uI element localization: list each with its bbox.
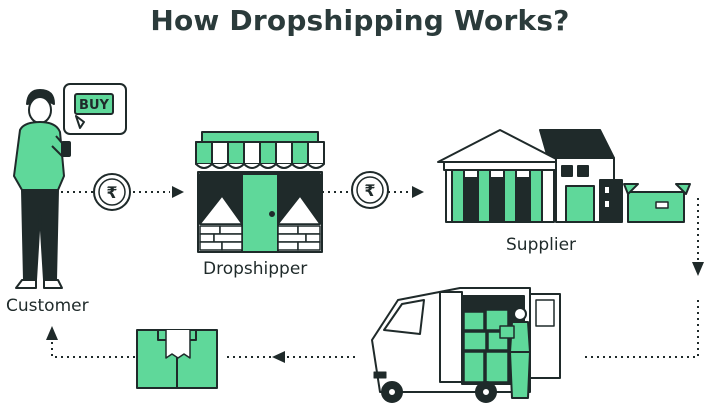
van-cargo-boxes (463, 309, 509, 383)
warehouse-doors (463, 177, 531, 223)
arrow-heads (46, 186, 704, 363)
supplier-warehouse-illustration (437, 129, 691, 223)
buy-button-label: BUY (79, 98, 109, 113)
node-label-customer: Customer (6, 296, 89, 316)
customer-shoe-right (43, 279, 63, 289)
delivery-person (499, 307, 531, 399)
customer-pants (21, 189, 59, 281)
currency-badge-1: ₹ (93, 173, 131, 211)
customer-illustration: BUY (13, 83, 127, 289)
page-title: How Dropshipping Works? (150, 4, 570, 37)
arrowhead-up (46, 326, 58, 340)
currency-symbol-1: ₹ (106, 183, 117, 202)
arrowhead-left (272, 351, 285, 363)
delivered-package-icon (136, 329, 218, 389)
warehouse-columns (451, 169, 543, 223)
delivery-van-illustration (371, 287, 561, 403)
store-awning (195, 141, 325, 169)
buy-speech-bubble: BUY (63, 83, 127, 135)
customer-head (28, 96, 52, 124)
arrowhead-right-2 (412, 186, 424, 198)
pointer-hand-icon (75, 115, 85, 129)
arrow-package-to-customer (51, 340, 135, 358)
supplier-package-icon (623, 183, 691, 223)
warehouse-side-door (565, 185, 595, 223)
van-rear-door-left (439, 291, 463, 383)
van-windshield (383, 299, 425, 335)
arrowhead-right-1 (172, 186, 184, 198)
warehouse-back-roof (539, 129, 615, 159)
store-door-knob (269, 211, 275, 217)
flow-arrows (51, 191, 699, 358)
phone-icon (61, 141, 71, 157)
customer-hoodie (13, 121, 65, 191)
store-bricks (199, 225, 321, 251)
arrow-supplier-to-van (585, 300, 699, 358)
currency-symbol-2: ₹ (364, 181, 375, 200)
arrowhead-down (692, 262, 704, 276)
store-roof-top (201, 131, 319, 143)
currency-badge-2: ₹ (351, 171, 389, 209)
dropshipper-store-illustration (195, 131, 325, 253)
customer-shoe-left (15, 279, 37, 289)
node-label-dropshipper: Dropshipper (203, 259, 308, 279)
node-label-supplier: Supplier (506, 235, 577, 255)
